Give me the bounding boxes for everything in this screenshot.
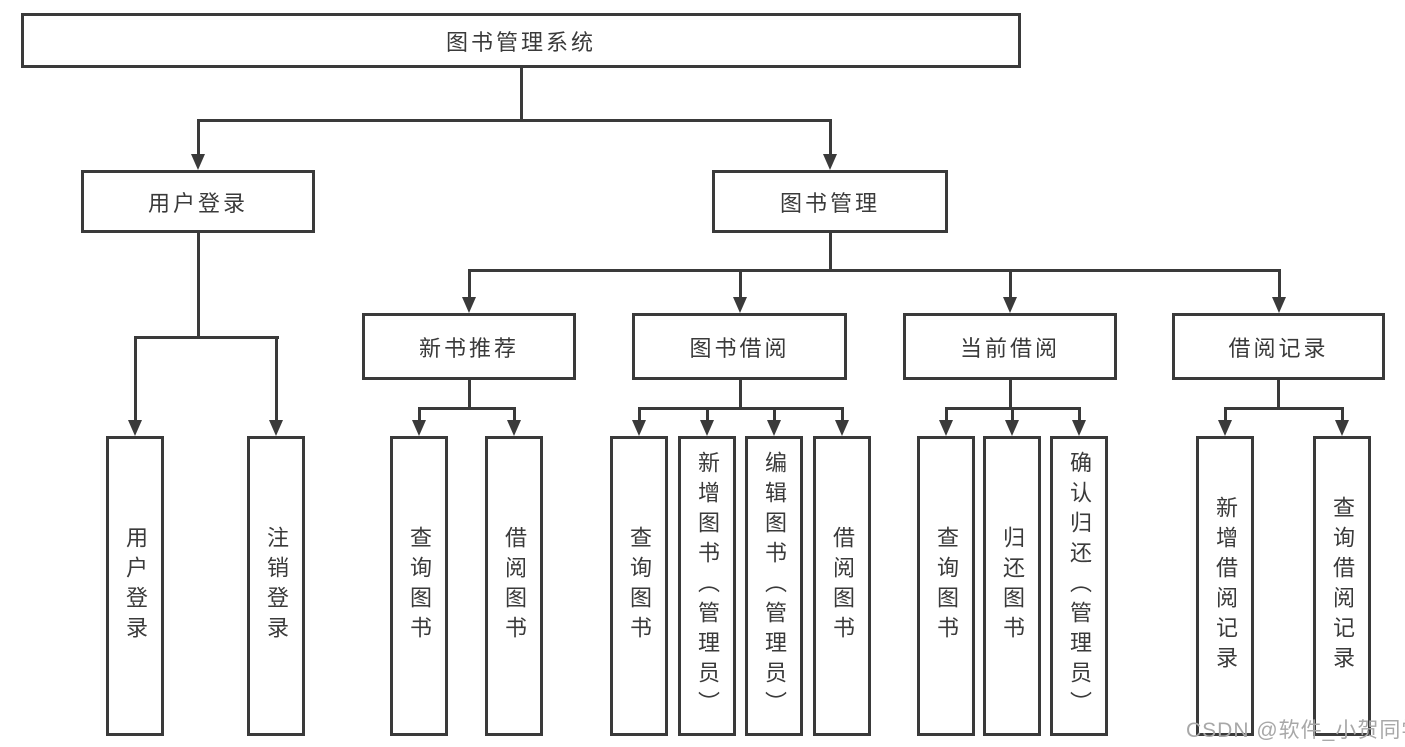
leaf-nb-borrow-books: 借阅图书 [485, 436, 543, 736]
node-label: 确认归还（管理员） [1067, 451, 1092, 721]
node-label: 用户登录 [147, 190, 248, 216]
arrowhead-down-icon [191, 154, 205, 170]
arrowhead-down-icon [128, 420, 142, 436]
connector-drop-leaf-logout [274, 335, 278, 422]
node-label: 注销登录 [264, 526, 289, 646]
leaf-br-add-record: 新增借阅记录 [1196, 436, 1254, 736]
node-label: 图书管理 [779, 190, 880, 216]
node-borrowing-records: 借阅记录 [1172, 313, 1385, 380]
node-book-borrowing: 图书借阅 [632, 313, 847, 380]
arrowhead-down-icon [1005, 420, 1019, 436]
connector-new-book-recommend-bus [417, 406, 516, 410]
arrowhead-down-icon [1272, 297, 1286, 313]
connector-drop-br-query [1340, 406, 1344, 422]
leaf-logout-login: 注销登录 [247, 436, 305, 736]
leaf-bb-add-books-admin: 新增图书（管理员） [678, 436, 736, 736]
connector-drop-bb-borrow [840, 406, 844, 422]
node-label: 新增图书（管理员） [695, 451, 720, 721]
connector-root-stem [519, 68, 523, 121]
node-root: 图书管理系统 [21, 13, 1021, 68]
connector-user-login-bus [133, 335, 279, 339]
arrowhead-down-icon [412, 420, 426, 436]
leaf-cb-query-books: 查询图书 [917, 436, 975, 736]
node-label: 编辑图书（管理员） [762, 451, 787, 721]
arrowhead-down-icon [1003, 297, 1017, 313]
watermark: CSDN @软件_小贺同学 [1186, 719, 1405, 742]
connector-drop-book-management [828, 118, 832, 156]
connector-borrowing-records-bus [1223, 406, 1344, 410]
connector-user-login-stem [196, 232, 200, 337]
leaf-cb-confirm-return-admin: 确认归还（管理员） [1050, 436, 1108, 736]
arrowhead-down-icon [507, 420, 521, 436]
connector-drop-nb-query [417, 406, 421, 422]
arrowhead-down-icon [1218, 420, 1232, 436]
connector-drop-cb-return [1010, 406, 1014, 422]
connector-drop-cb-confirm [1077, 406, 1081, 422]
connector-drop-borrowing-records [1277, 268, 1281, 299]
node-current-borrowing: 当前借阅 [903, 313, 1117, 380]
connector-book-borrowing-bus [637, 406, 844, 410]
arrowhead-down-icon [835, 420, 849, 436]
node-label: 用户登录 [123, 526, 148, 646]
connector-drop-book-borrowing [738, 268, 742, 299]
connector-drop-current-borrowing [1008, 268, 1012, 299]
connector-book-management-stem [828, 232, 832, 270]
node-label: 查询借阅记录 [1330, 496, 1355, 676]
node-label: 借阅记录 [1228, 335, 1329, 361]
leaf-cb-return-books: 归还图书 [983, 436, 1041, 736]
node-new-book-recommend: 新书推荐 [362, 313, 576, 380]
arrowhead-down-icon [632, 420, 646, 436]
arrowhead-down-icon [269, 420, 283, 436]
leaf-br-query-record: 查询借阅记录 [1313, 436, 1371, 736]
node-label: 当前借阅 [959, 335, 1060, 361]
connector-current-borrowing-stem [1008, 377, 1012, 409]
connector-drop-bb-query [637, 406, 641, 422]
connector-new-book-recommend-stem [467, 377, 471, 409]
connector-book-borrowing-stem [738, 377, 742, 409]
connector-root-bus [196, 118, 832, 122]
arrowhead-down-icon [733, 297, 747, 313]
node-label: 查询图书 [407, 526, 432, 646]
arrowhead-down-icon [1072, 420, 1086, 436]
arrowhead-down-icon [767, 420, 781, 436]
node-label: 归还图书 [1000, 526, 1025, 646]
connector-borrowing-records-stem [1276, 377, 1280, 409]
leaf-bb-edit-books-admin: 编辑图书（管理员） [745, 436, 803, 736]
node-label: 图书管理系统 [445, 29, 596, 55]
leaf-bb-borrow-books: 借阅图书 [813, 436, 871, 736]
node-label: 查询图书 [627, 526, 652, 646]
leaf-bb-query-books: 查询图书 [610, 436, 668, 736]
connector-drop-br-add [1223, 406, 1227, 422]
node-user-login: 用户登录 [81, 170, 315, 233]
connector-drop-user-login [196, 118, 200, 156]
node-label: 新增借阅记录 [1213, 496, 1238, 676]
node-label: 新书推荐 [418, 335, 519, 361]
leaf-nb-query-books: 查询图书 [390, 436, 448, 736]
connector-drop-nb-borrow [512, 406, 516, 422]
arrowhead-down-icon [700, 420, 714, 436]
connector-book-management-bus [467, 268, 1281, 272]
connector-drop-leaf-user-login [133, 335, 137, 422]
node-label: 图书借阅 [689, 335, 790, 361]
arrowhead-down-icon [1335, 420, 1349, 436]
leaf-user-login: 用户登录 [106, 436, 164, 736]
node-label: 借阅图书 [502, 526, 527, 646]
arrowhead-down-icon [823, 154, 837, 170]
node-label: 借阅图书 [830, 526, 855, 646]
connector-drop-cb-query [944, 406, 948, 422]
node-book-management: 图书管理 [712, 170, 948, 233]
node-label: 查询图书 [934, 526, 959, 646]
arrowhead-down-icon [939, 420, 953, 436]
connector-drop-bb-add [705, 406, 709, 422]
connector-drop-bb-edit [772, 406, 776, 422]
arrowhead-down-icon [462, 297, 476, 313]
connector-drop-new-book-recommend [467, 268, 471, 299]
